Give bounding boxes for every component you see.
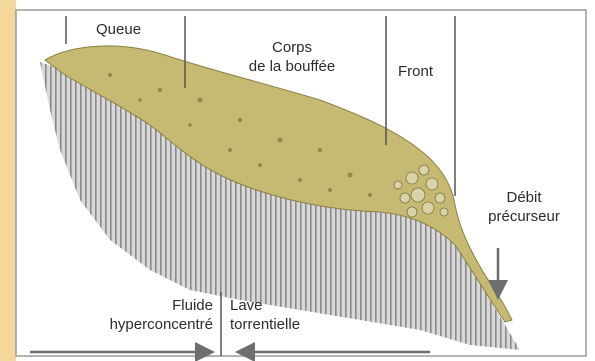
label-corps-line2: de la bouffée (232, 57, 352, 76)
label-lave-line1: Lave (230, 296, 300, 315)
label-front: Front (398, 62, 433, 81)
label-fluide: Fluide hyperconcentré (95, 296, 213, 334)
label-queue: Queue (96, 20, 141, 39)
label-debit-line1: Débit (474, 188, 574, 207)
label-debit: Débit précurseur (474, 188, 574, 226)
label-lave: Lave torrentielle (230, 296, 300, 334)
label-debit-line2: précurseur (474, 207, 574, 226)
label-lave-line2: torrentielle (230, 315, 300, 334)
left-strip (0, 0, 16, 361)
label-corps: Corps de la bouffée (232, 38, 352, 76)
label-fluide-line1: Fluide (95, 296, 213, 315)
label-corps-line1: Corps (232, 38, 352, 57)
label-fluide-line2: hyperconcentré (95, 315, 213, 334)
